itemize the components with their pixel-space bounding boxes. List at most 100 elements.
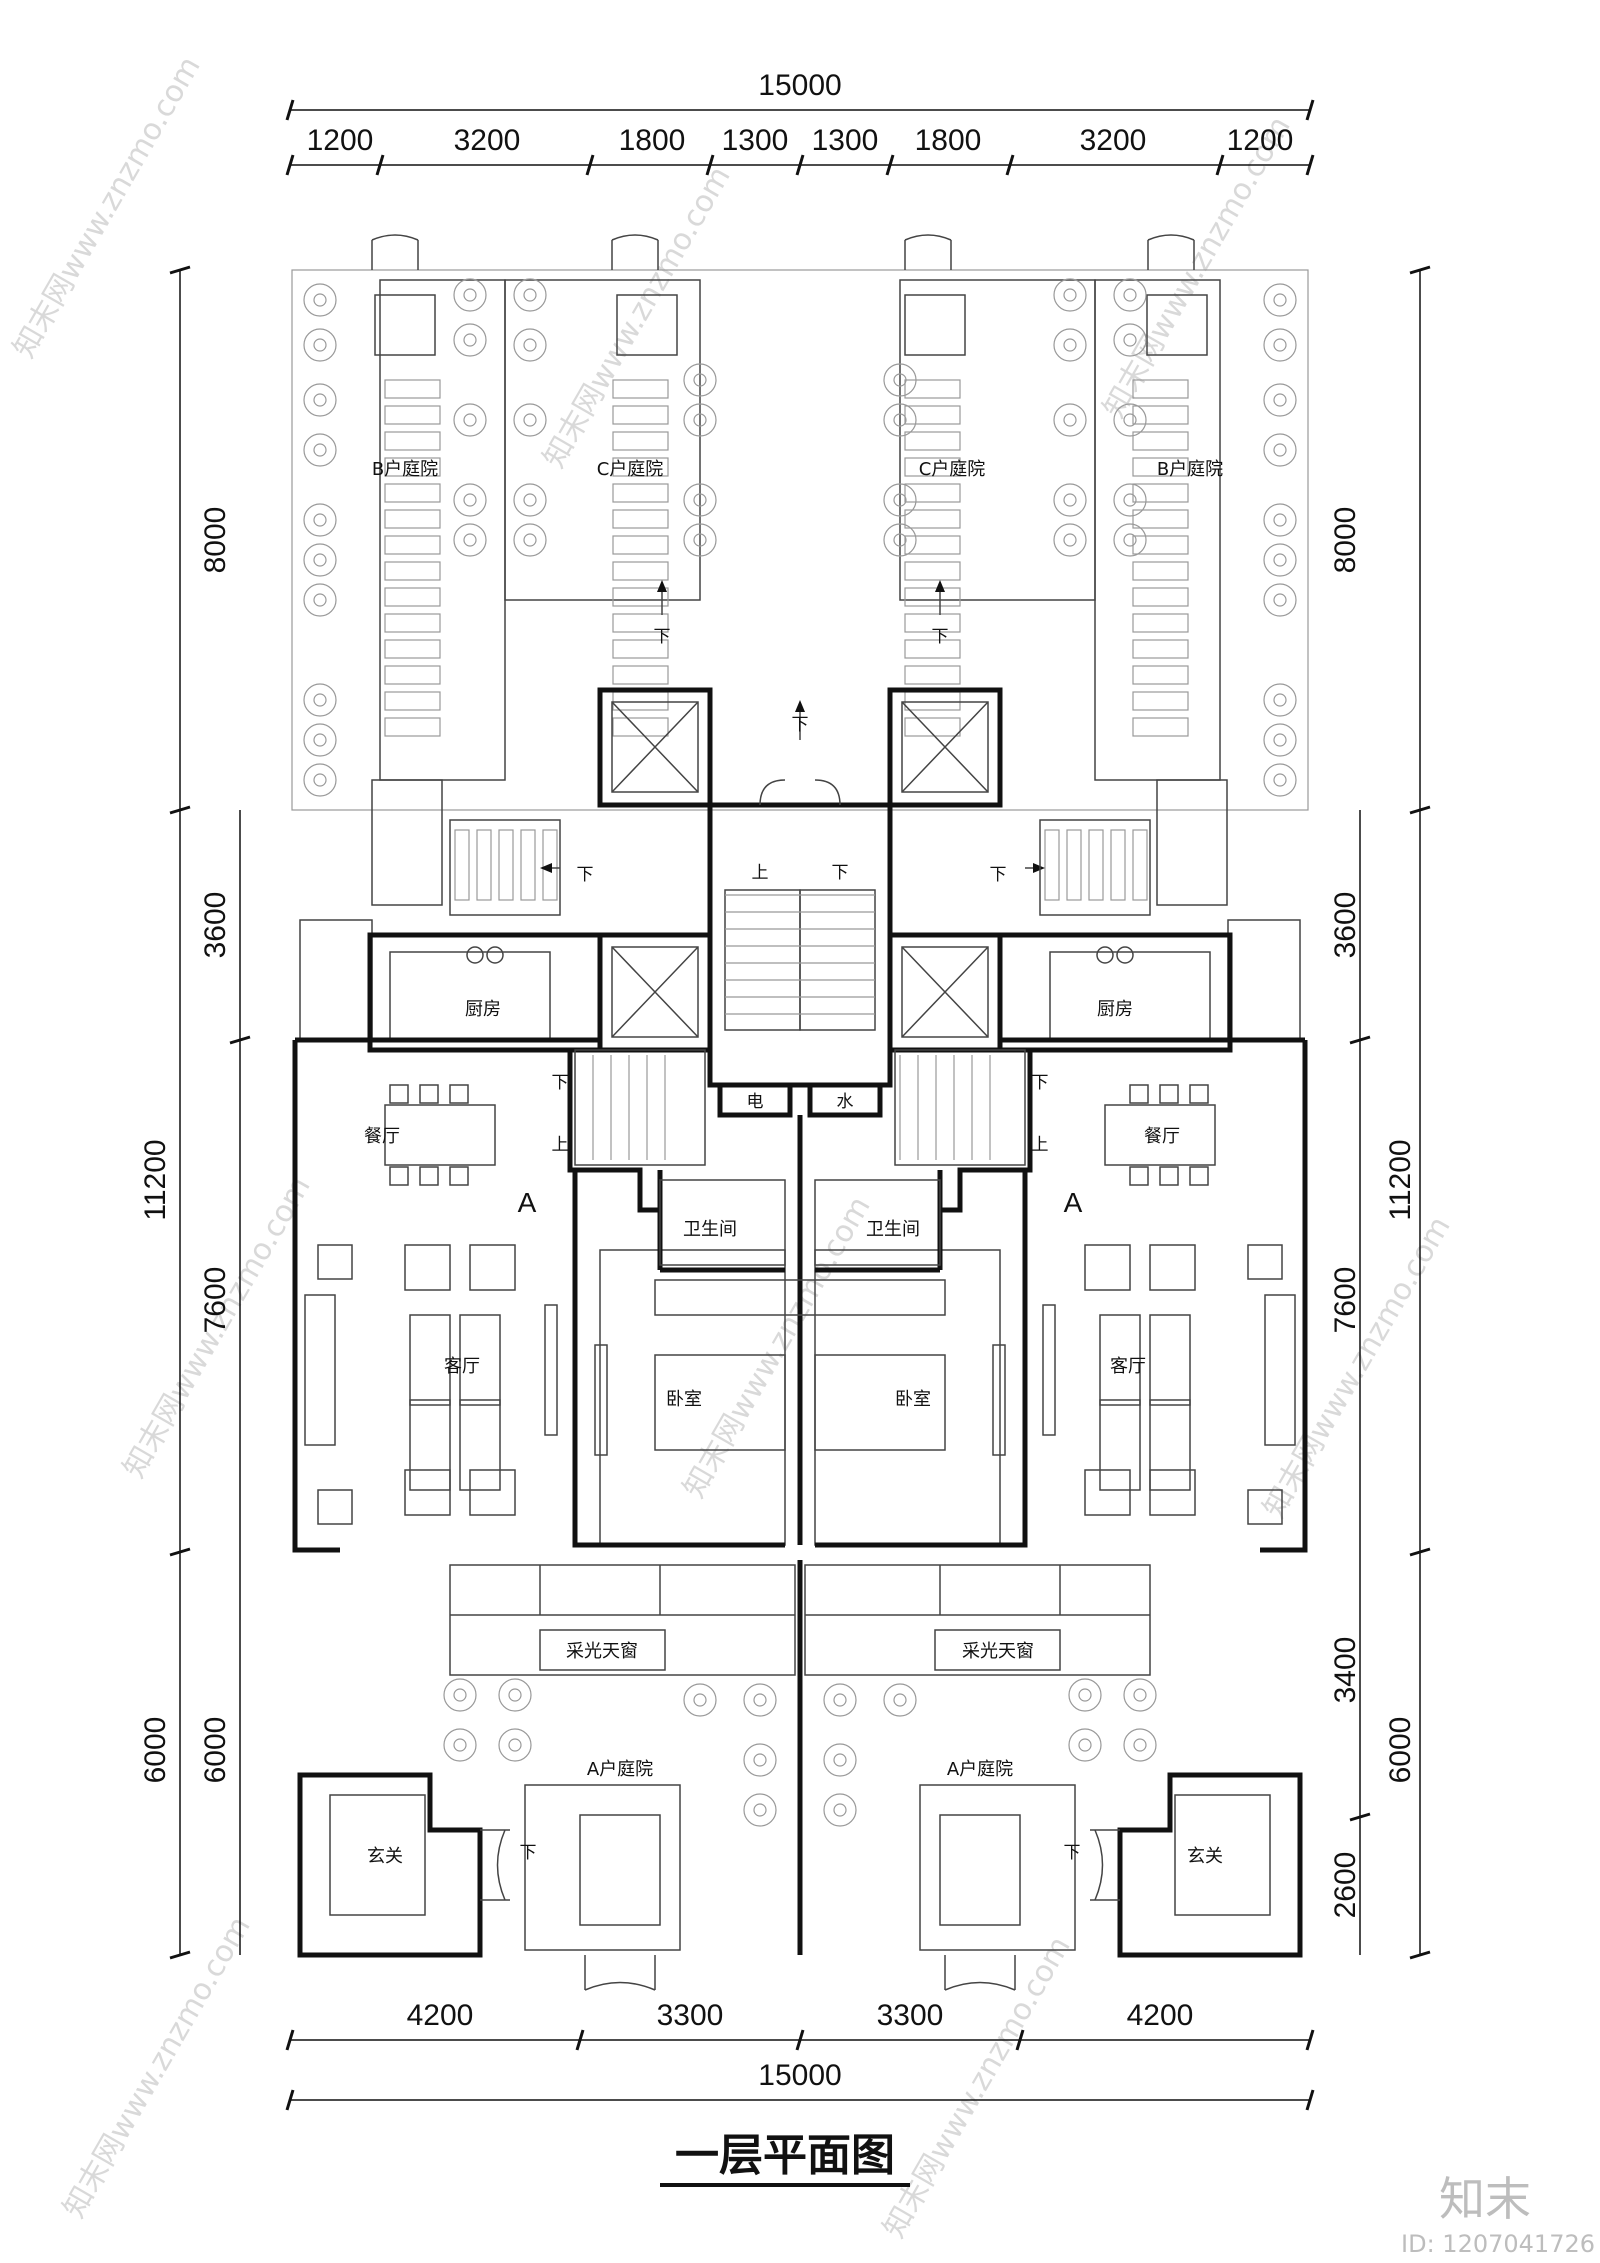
stepping-stone — [384, 587, 441, 607]
shrub-center — [313, 513, 327, 527]
stepping-stone — [612, 535, 669, 555]
stepping-stone — [384, 639, 441, 659]
down-arrow-label-2: 下 — [932, 627, 949, 647]
foyer-left-label: 玄关 — [367, 1846, 403, 1867]
b-courtyard-left-label: B户庭院 — [372, 459, 438, 480]
shrub — [453, 323, 487, 357]
shrub — [683, 363, 717, 397]
shrub-center — [1273, 443, 1287, 457]
bedroom-left-label: 卧室 — [666, 1389, 702, 1410]
bathroom-right-label: 卫生间 — [866, 1219, 920, 1240]
shrub-center — [313, 773, 327, 787]
shrub — [513, 523, 547, 557]
skylight-left-label: 采光天窗 — [566, 1641, 638, 1662]
shrub — [683, 1683, 717, 1717]
shrub — [443, 1728, 477, 1762]
stepping-stone — [612, 613, 669, 633]
shrub — [1263, 283, 1297, 317]
watermark-2: 知末网www.znzmo.com — [537, 161, 738, 474]
stepping-stone — [904, 587, 961, 607]
stepping-stone — [1132, 483, 1189, 503]
shrub — [1263, 433, 1297, 467]
step-slat — [498, 829, 514, 901]
shrub-center — [1123, 413, 1137, 427]
step-slat — [542, 829, 558, 901]
dim-tick — [285, 154, 295, 176]
dim-tick — [1005, 154, 1015, 176]
shrub — [1263, 583, 1297, 617]
top-dim-6: 1800 — [915, 124, 982, 157]
shrub — [443, 1678, 477, 1712]
shrub-center — [833, 1803, 847, 1817]
shrub — [883, 363, 917, 397]
shrub-center — [1133, 1738, 1147, 1752]
stepping-stone — [612, 405, 669, 425]
shrub-center — [313, 293, 327, 307]
shrub — [683, 403, 717, 437]
unit-a-left-label: A — [518, 1187, 537, 1218]
step-slat — [1088, 829, 1104, 901]
shrub — [1113, 483, 1147, 517]
dim-tick — [1305, 154, 1315, 176]
shrub-center — [753, 1753, 767, 1767]
stepping-stone — [384, 561, 441, 581]
right-landing-down-label: 下 — [990, 865, 1007, 885]
shrub-center — [453, 1738, 467, 1752]
side-stair-arrows: 下 下 — [449, 819, 1151, 916]
image-id: ID: 1207041726 — [1401, 2230, 1595, 2258]
shrub-center — [833, 1693, 847, 1707]
stepping-stone — [612, 665, 669, 685]
shrub-center — [463, 413, 477, 427]
dim-tick — [1215, 154, 1225, 176]
shrub-center — [1123, 493, 1137, 507]
right-dim-7600: 7600 — [1329, 1267, 1362, 1334]
right-dim-11200: 11200 — [1384, 1139, 1417, 1220]
brand-logo-text: 知末 — [1439, 2172, 1531, 2226]
shrub-center — [1133, 1688, 1147, 1702]
watermark-1: 知末网www.znzmo.com — [7, 51, 208, 364]
down-arrow-label-3: 下 — [792, 715, 809, 735]
a-courtyard-right-label: A户庭院 — [947, 1759, 1013, 1780]
stepping-stone — [1132, 379, 1189, 399]
shrub — [823, 1683, 857, 1717]
b-courtyard-right-label: B户庭院 — [1157, 459, 1223, 480]
stepping-stone — [904, 379, 961, 399]
shrub — [1263, 723, 1297, 757]
stepping-stone — [1132, 613, 1189, 633]
shrub-center — [1273, 338, 1287, 352]
bottom-dim-4: 4200 — [1127, 1999, 1194, 2032]
stepping-stone — [612, 587, 669, 607]
stepping-stone — [904, 717, 961, 737]
kitchen-right-label: 厨房 — [1097, 999, 1133, 1020]
shrub — [823, 1743, 857, 1777]
stepping-stone — [904, 691, 961, 711]
stepping-stone — [904, 405, 961, 425]
stepping-stone — [1132, 561, 1189, 581]
shrub — [498, 1728, 532, 1762]
shrub-center — [1273, 393, 1287, 407]
stepping-stone — [1132, 587, 1189, 607]
shrub-center — [693, 533, 707, 547]
shrub — [1053, 483, 1087, 517]
stepping-stone — [612, 483, 669, 503]
right-unit-stair-up: 上 — [1032, 1135, 1049, 1155]
shrub — [513, 328, 547, 362]
stepping-stone — [612, 431, 669, 451]
stepping-stone — [904, 509, 961, 529]
stepping-stone — [612, 691, 669, 711]
skylight-right-label: 采光天窗 — [962, 1641, 1034, 1662]
top-dim-5: 1300 — [812, 124, 879, 157]
right-dim-3400: 3400 — [1329, 1637, 1362, 1704]
shrub-center — [1063, 413, 1077, 427]
a-courtyard-left-label: A户庭院 — [587, 1759, 653, 1780]
right-foyer-down: 下 — [1064, 1843, 1081, 1863]
shrub — [453, 483, 487, 517]
shrub-center — [693, 493, 707, 507]
stepping-stone — [384, 379, 441, 399]
bottom-dimensions: 4200 3300 3300 4200 15000 — [285, 1999, 1315, 2111]
shrub-center — [1123, 533, 1137, 547]
shrub-center — [1273, 553, 1287, 567]
shrub-center — [753, 1803, 767, 1817]
watermark-6: 知末网www.znzmo.com — [1257, 1211, 1458, 1524]
stepping-stone — [384, 483, 441, 503]
